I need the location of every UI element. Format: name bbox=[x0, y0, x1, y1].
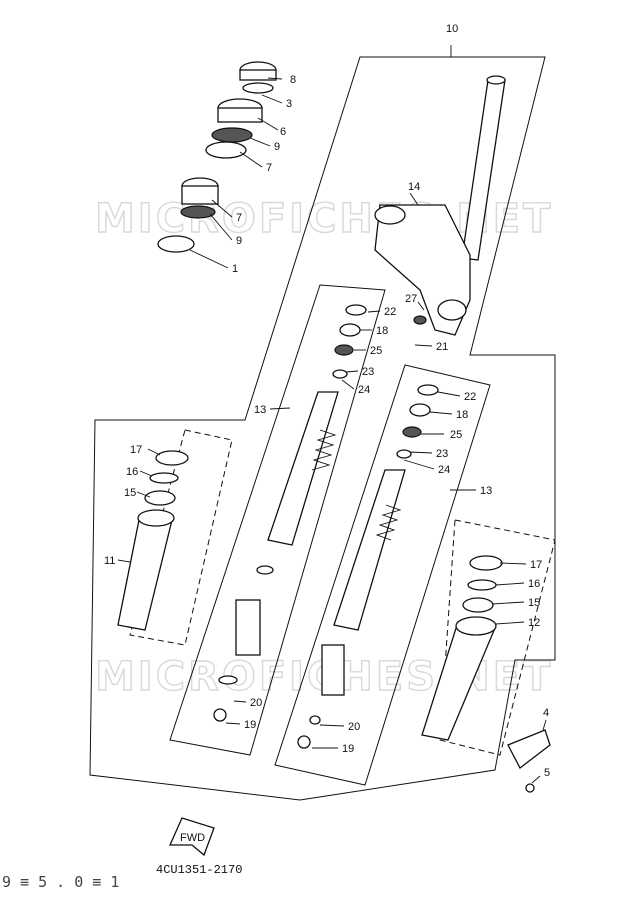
callout-16-a: 15 bbox=[124, 487, 136, 499]
outer-tube-12 bbox=[421, 555, 503, 741]
callout-23-a: 22 bbox=[384, 306, 396, 318]
steering-stem bbox=[374, 75, 506, 336]
callout-18-a: 17 bbox=[130, 444, 142, 456]
callout-7-top: 7 bbox=[266, 162, 272, 174]
bracket-4 bbox=[507, 729, 551, 793]
callout-3: 3 bbox=[286, 98, 292, 110]
callout-12: 12 bbox=[528, 617, 540, 629]
callout-8: 8 bbox=[290, 74, 296, 86]
top-bearing-stack bbox=[205, 61, 277, 159]
callout-20-a: 19 bbox=[244, 719, 256, 731]
outer-tube-11 bbox=[117, 450, 189, 631]
callout-24-b: 23 bbox=[436, 448, 448, 460]
fork-14-parts bbox=[213, 304, 367, 722]
callout-11: 11 bbox=[104, 555, 115, 567]
callout-18-b: 17 bbox=[530, 559, 542, 571]
callout-19-a: 18 bbox=[376, 325, 388, 337]
callout-1: 1 bbox=[232, 263, 238, 275]
callout-17-b: 16 bbox=[528, 578, 540, 590]
fwd-arrow-icon: FWD bbox=[168, 817, 215, 857]
callout-25-a: 24 bbox=[358, 384, 370, 396]
callout-22: 21 bbox=[436, 341, 448, 353]
callout-21-a: 20 bbox=[250, 697, 262, 709]
callout-13: 13 bbox=[480, 485, 492, 497]
scan-mark: 9 ≡ 5 . 0 ≡ 1 bbox=[2, 873, 119, 891]
fwd-label: FWD bbox=[180, 832, 205, 844]
callout-5: 5 bbox=[544, 767, 550, 779]
callout-15: 14 bbox=[408, 181, 420, 193]
callout-19-b: 18 bbox=[456, 409, 468, 421]
assembly-outline bbox=[89, 56, 556, 801]
callout-25-b: 24 bbox=[438, 464, 450, 476]
callout-6: 6 bbox=[280, 126, 286, 138]
callout-23-b: 22 bbox=[464, 391, 476, 403]
callout-16-b: 15 bbox=[528, 597, 540, 609]
callout-26-b: 25 bbox=[450, 429, 462, 441]
fork-13-parts bbox=[297, 384, 439, 749]
callout-9-top: 9 bbox=[274, 141, 280, 153]
fork-13-group-box bbox=[274, 364, 491, 786]
lower-bearing-stack bbox=[157, 177, 219, 253]
right-fork-group-box bbox=[439, 519, 556, 756]
callout-labels: 10 8 3 6 9 7 7 9 1 14 27 21 22 18 25 23 … bbox=[104, 23, 550, 779]
callout-10: 10 bbox=[446, 23, 458, 35]
callout-24-a: 23 bbox=[362, 366, 374, 378]
callout-4: 4 bbox=[543, 707, 549, 719]
callout-14: 13 bbox=[254, 404, 266, 416]
leader-lines bbox=[117, 45, 547, 784]
callout-21-b: 20 bbox=[348, 721, 360, 733]
callout-26-a: 25 bbox=[370, 345, 382, 357]
callout-27: 27 bbox=[405, 293, 417, 305]
callout-20-b: 19 bbox=[342, 743, 354, 755]
fork-14-group-box bbox=[169, 284, 386, 756]
callout-17-a: 16 bbox=[126, 466, 138, 478]
callout-7-lower: 7 bbox=[236, 212, 242, 224]
diagram-code: 4CU1351-2170 bbox=[156, 863, 242, 877]
callout-9-lower: 9 bbox=[236, 235, 242, 247]
